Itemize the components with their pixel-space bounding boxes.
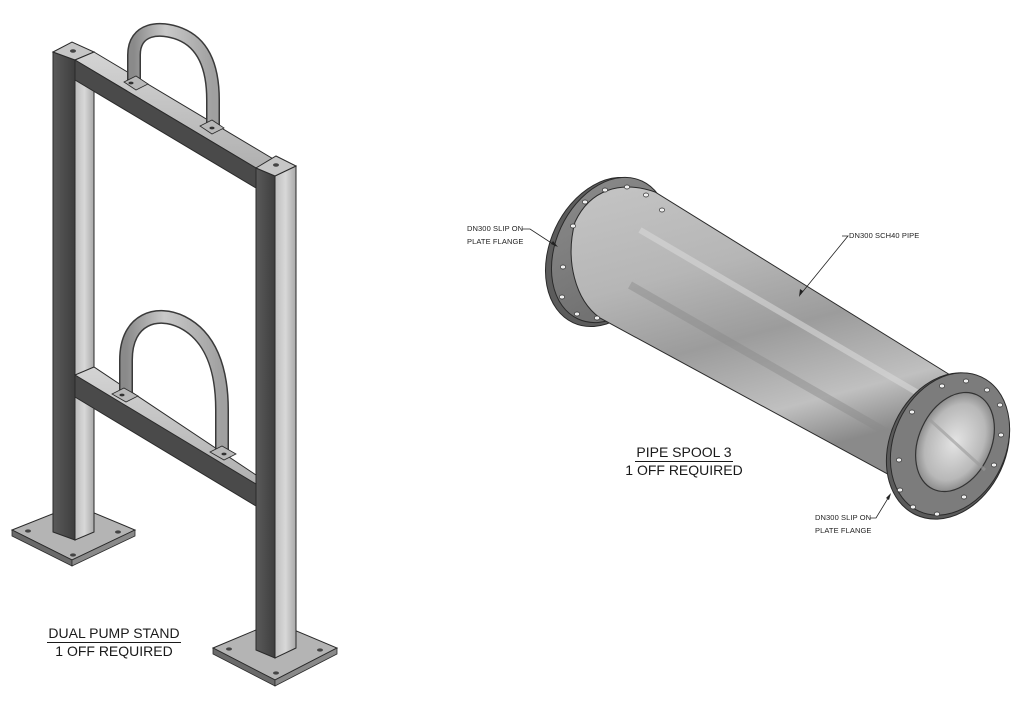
- right-post: [254, 155, 298, 659]
- pipe-spool-quantity: 1 OFF REQUIRED: [625, 462, 743, 478]
- callout-left-flange-line1: DN300 SLIP ON: [467, 224, 524, 233]
- dual-pump-stand-view: [10, 22, 339, 687]
- pipe-spool-view: [522, 176, 1011, 520]
- callout-right-flange: DN300 SLIP ON PLATE FLANGE: [815, 511, 872, 537]
- right-flange: [885, 372, 1011, 520]
- pump-stand-title: DUAL PUMP STAND: [47, 625, 181, 643]
- callout-pipe-line1: DN300 SCH40 PIPE: [849, 231, 920, 240]
- leader-arrowheads: [551, 241, 891, 500]
- right-flange-bolt-holes: [896, 378, 1004, 517]
- left-post: [51, 41, 96, 541]
- callout-left-flange: DN300 SLIP ON PLATE FLANGE: [467, 222, 524, 248]
- callout-left-flange-line2: PLATE FLANGE: [467, 237, 524, 246]
- pump-stand-title-block: DUAL PUMP STAND 1 OFF REQUIRED: [34, 625, 194, 660]
- callout-leaders: [522, 228, 891, 519]
- lower-pipe-saddle: [111, 309, 237, 461]
- top-cross-member: [73, 51, 277, 189]
- pipe-spool-title-block: PIPE SPOOL 3 1 OFF REQUIRED: [604, 444, 764, 479]
- pipe-spool-title: PIPE SPOOL 3: [635, 444, 733, 462]
- callout-right-flange-line1: DN300 SLIP ON: [815, 513, 872, 522]
- top-pipe-saddle: [123, 22, 225, 135]
- callout-right-flange-line2: PLATE FLANGE: [815, 526, 872, 535]
- callout-pipe-body: DN300 SCH40 PIPE: [849, 229, 919, 242]
- pump-stand-quantity: 1 OFF REQUIRED: [55, 643, 173, 659]
- left-flange-bolt-holes: [559, 184, 665, 321]
